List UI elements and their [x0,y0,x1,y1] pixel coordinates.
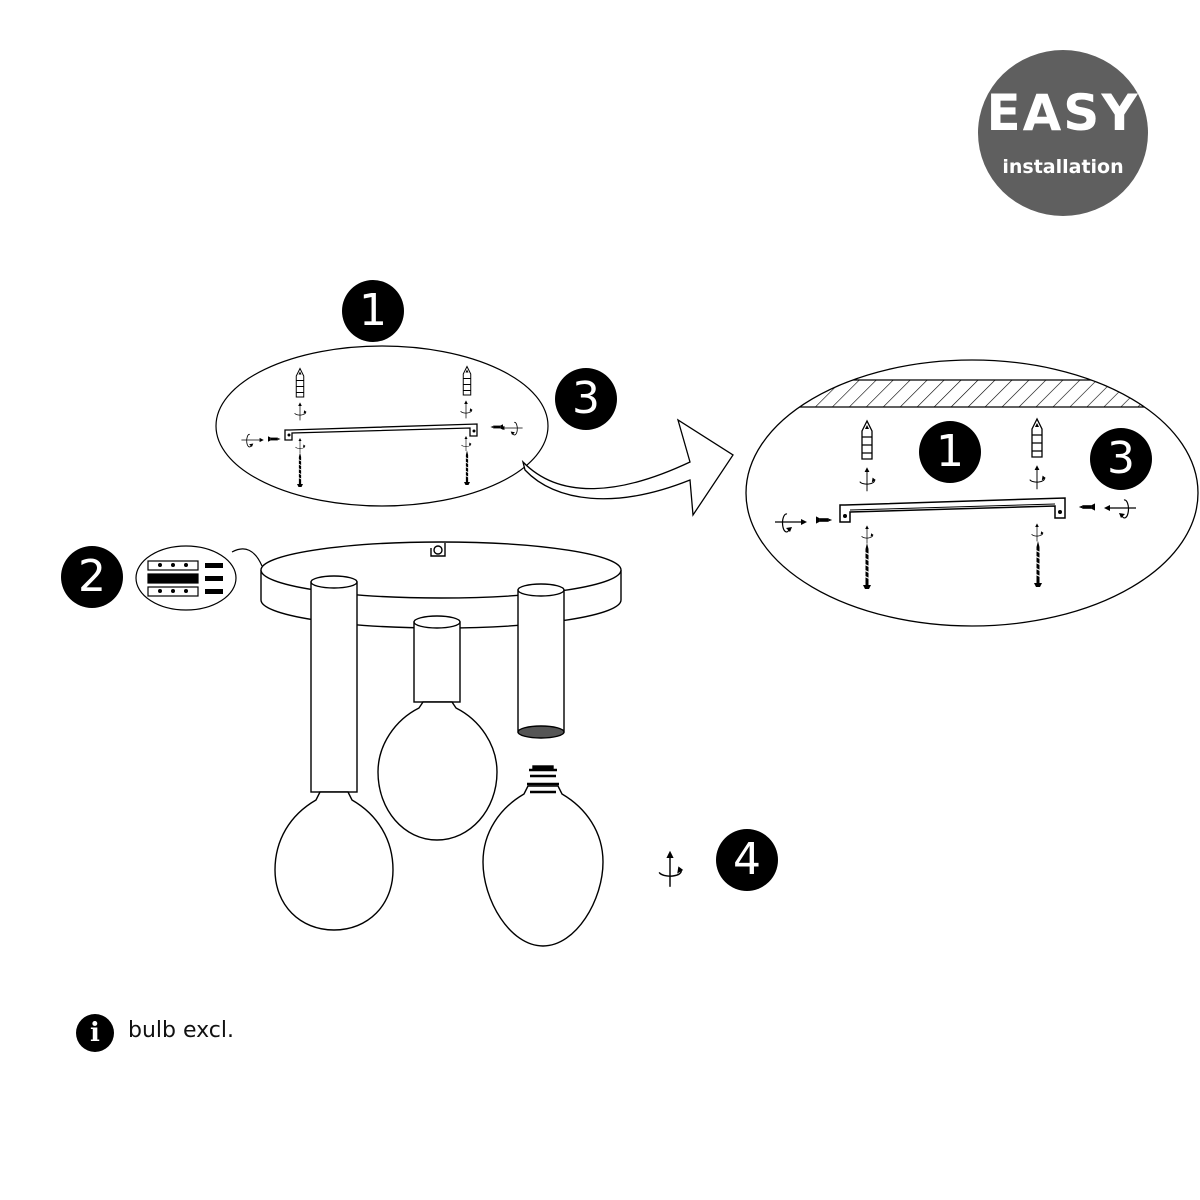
large-detail-ellipse [745,359,1199,627]
info-icon: i [76,1014,114,1052]
badge-subtitle: installation [1002,156,1124,178]
wiring-connector [135,545,263,611]
badge-title: EASY [986,84,1140,142]
easy-installation-badge: EASY installation [978,50,1148,216]
step-4-marker: 4 [716,829,778,891]
rotate-arrow-icon [658,850,684,888]
bulb-note: bulb excl. [128,1018,234,1043]
step-2-marker: 2 [61,546,123,608]
step-3-marker-small: 3 [555,368,617,430]
small-detail-ellipse [215,345,549,507]
curved-arrow-icon [521,418,734,517]
step-3-marker-large: 3 [1090,428,1152,490]
step-1-marker-large: 1 [919,421,981,483]
step-1-marker-small: 1 [342,280,404,342]
ceiling-lamp [260,541,622,947]
